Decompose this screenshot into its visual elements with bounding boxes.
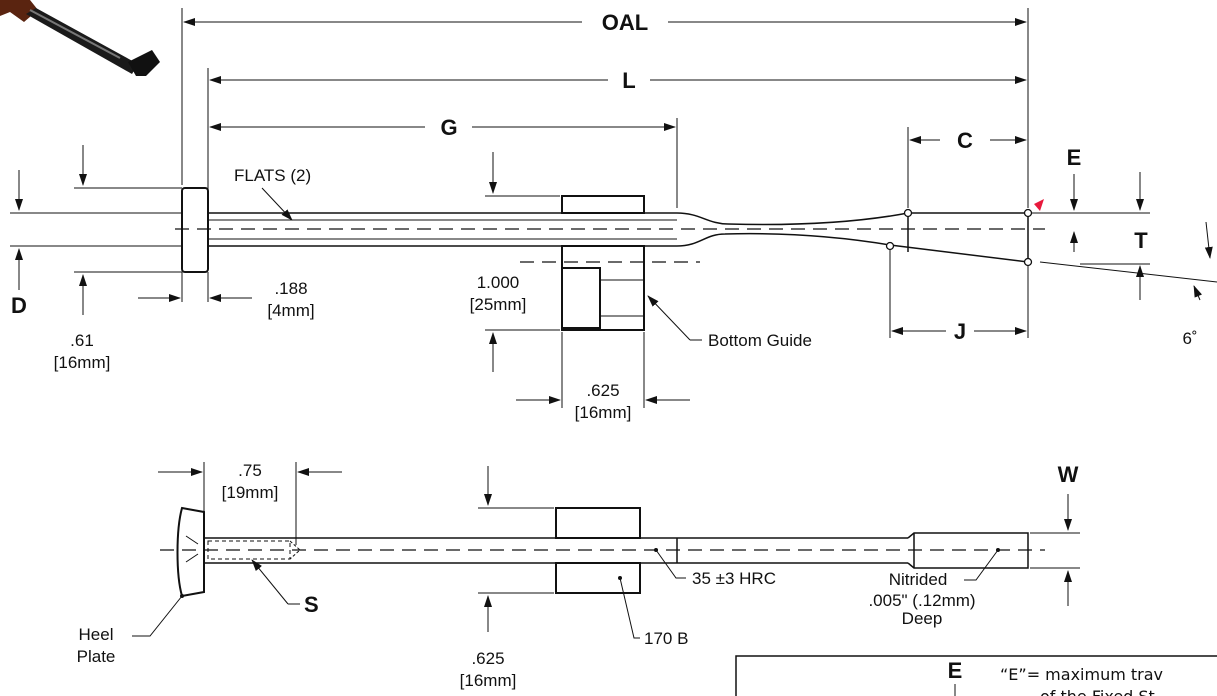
- dim-625-bottom-value: .625: [471, 649, 504, 668]
- e-label: E: [1067, 145, 1082, 170]
- legend-text-line1: “E”= maximum trav: [1000, 665, 1163, 684]
- bottom-guide-label: Bottom Guide: [708, 331, 812, 350]
- w-label: W: [1058, 462, 1079, 487]
- side-view: .75 [19mm] .625 [16mm] W S: [77, 461, 1080, 690]
- hardness-label: 35 ±3 HRC: [692, 569, 776, 588]
- c-label: C: [957, 128, 973, 153]
- plate-label: Plate: [77, 647, 116, 666]
- upper-guide-block: [555, 507, 641, 539]
- l-label: L: [622, 68, 635, 93]
- product-photo-thumbnail: [0, 0, 160, 76]
- dim-188-value: .188: [274, 279, 307, 298]
- nitride-deep-label: Deep: [902, 609, 943, 628]
- g-label: G: [440, 115, 457, 140]
- dim-61-value: .61: [70, 331, 94, 350]
- red-marker-icon: [1034, 199, 1044, 211]
- nitrided-label: Nitrided: [889, 570, 948, 589]
- j-label: J: [954, 319, 966, 344]
- dim-75-mm: [19mm]: [222, 483, 279, 502]
- top-view-head: [181, 187, 209, 273]
- oal-label: OAL: [602, 10, 648, 35]
- dim-625-top-mm: [16mm]: [575, 403, 632, 422]
- side-view-head: [176, 506, 205, 598]
- angle-label: 6˚: [1182, 329, 1197, 348]
- flats-label: FLATS (2): [234, 166, 311, 185]
- dim-625-bottom-mm: [16mm]: [460, 671, 517, 690]
- s-label: S: [304, 592, 319, 617]
- brinell-label: 170 B: [644, 629, 688, 648]
- top-guide-block: [561, 195, 645, 214]
- t-label: T: [1134, 228, 1148, 253]
- top-view: OAL L G C E T 6˚ D: [10, 8, 1217, 422]
- d-label: D: [11, 293, 27, 318]
- dim-188-mm: [4mm]: [267, 301, 314, 320]
- dim-1000-value: 1.000: [477, 273, 520, 292]
- dim-61-mm: [16mm]: [54, 353, 111, 372]
- lower-guide-block: [555, 562, 641, 594]
- dim-625-top-value: .625: [586, 381, 619, 400]
- legend-e-label: E: [948, 658, 963, 683]
- heel-label: Heel: [79, 625, 114, 644]
- legend-box: E “E”= maximum trav of the Fixed St: [735, 655, 1217, 696]
- legend-text-line2: of the Fixed St: [1040, 687, 1155, 696]
- dim-75-value: .75: [238, 461, 262, 480]
- nitride-depth-label: .005" (.12mm): [868, 591, 975, 610]
- dim-1000-mm: [25mm]: [470, 295, 527, 314]
